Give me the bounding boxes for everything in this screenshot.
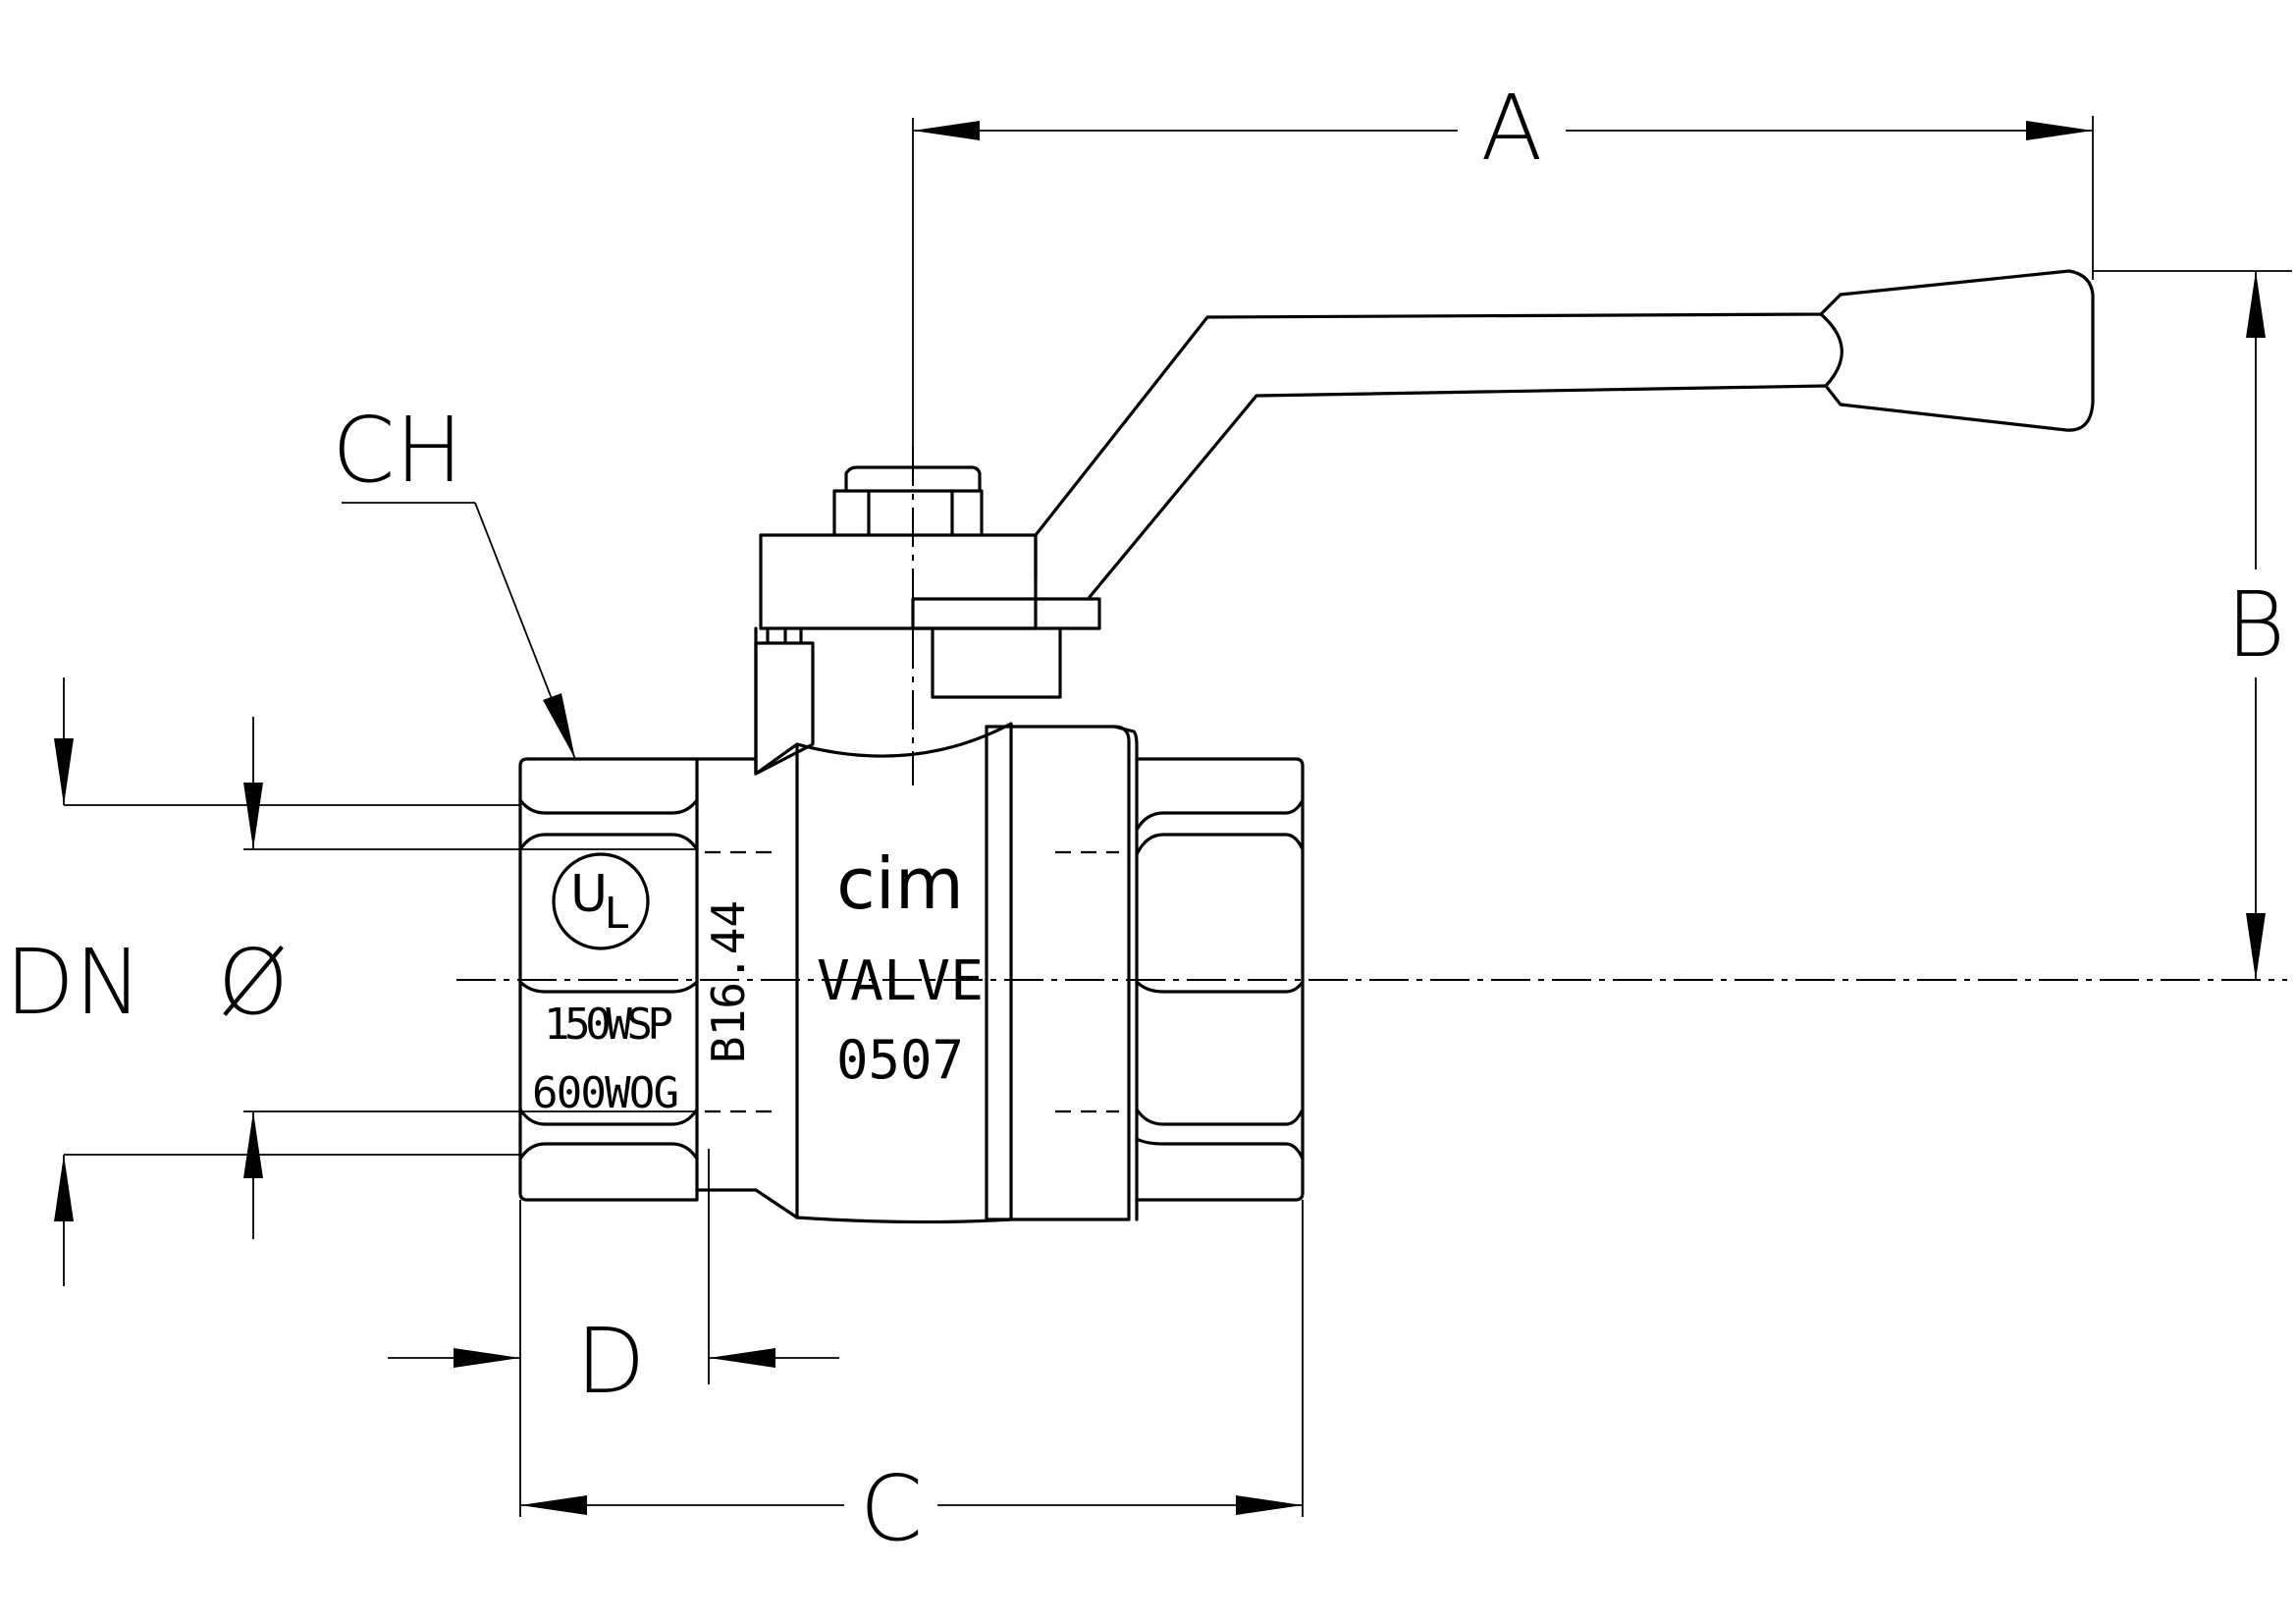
central-body — [795, 722, 1013, 1224]
dimension-diameter: Ø — [218, 717, 697, 1239]
label-diameter: Ø — [218, 930, 289, 1035]
ul-logo-l: L — [605, 889, 629, 939]
stem-nut — [832, 465, 984, 537]
label-b: B — [2226, 572, 2285, 677]
label-a: A — [1481, 76, 1543, 181]
label-ch: CH — [332, 398, 462, 503]
dimension-d: D — [388, 1149, 839, 1517]
marking-model: 0507 — [836, 1029, 964, 1091]
union-ring — [985, 725, 1139, 1221]
ul-logo-u: U — [570, 865, 608, 924]
dimension-c: C — [520, 1200, 1304, 1561]
dimension-dn: DN — [5, 677, 520, 1286]
label-dn: DN — [5, 930, 142, 1035]
label-d: D — [576, 1309, 646, 1414]
left-hex-end — [518, 757, 699, 1202]
lever-handle — [1034, 269, 2095, 599]
handle-plate — [759, 533, 1101, 699]
marking-valve: VALVE — [817, 949, 984, 1013]
dimension-ch: CH — [332, 398, 576, 760]
dimension-a: A — [912, 76, 2094, 447]
right-hex-end — [1135, 757, 1305, 1202]
label-c: C — [860, 1456, 923, 1561]
marking-wsp: 150WSP — [544, 1000, 673, 1050]
ul-logo: U L — [552, 852, 650, 950]
marking-standard: B16.44 — [702, 900, 755, 1063]
dimension-b: B — [2093, 270, 2292, 980]
stop-block — [754, 626, 815, 776]
marking-wog: 600WOG — [532, 1068, 679, 1118]
marking-brand: cim — [836, 842, 964, 925]
